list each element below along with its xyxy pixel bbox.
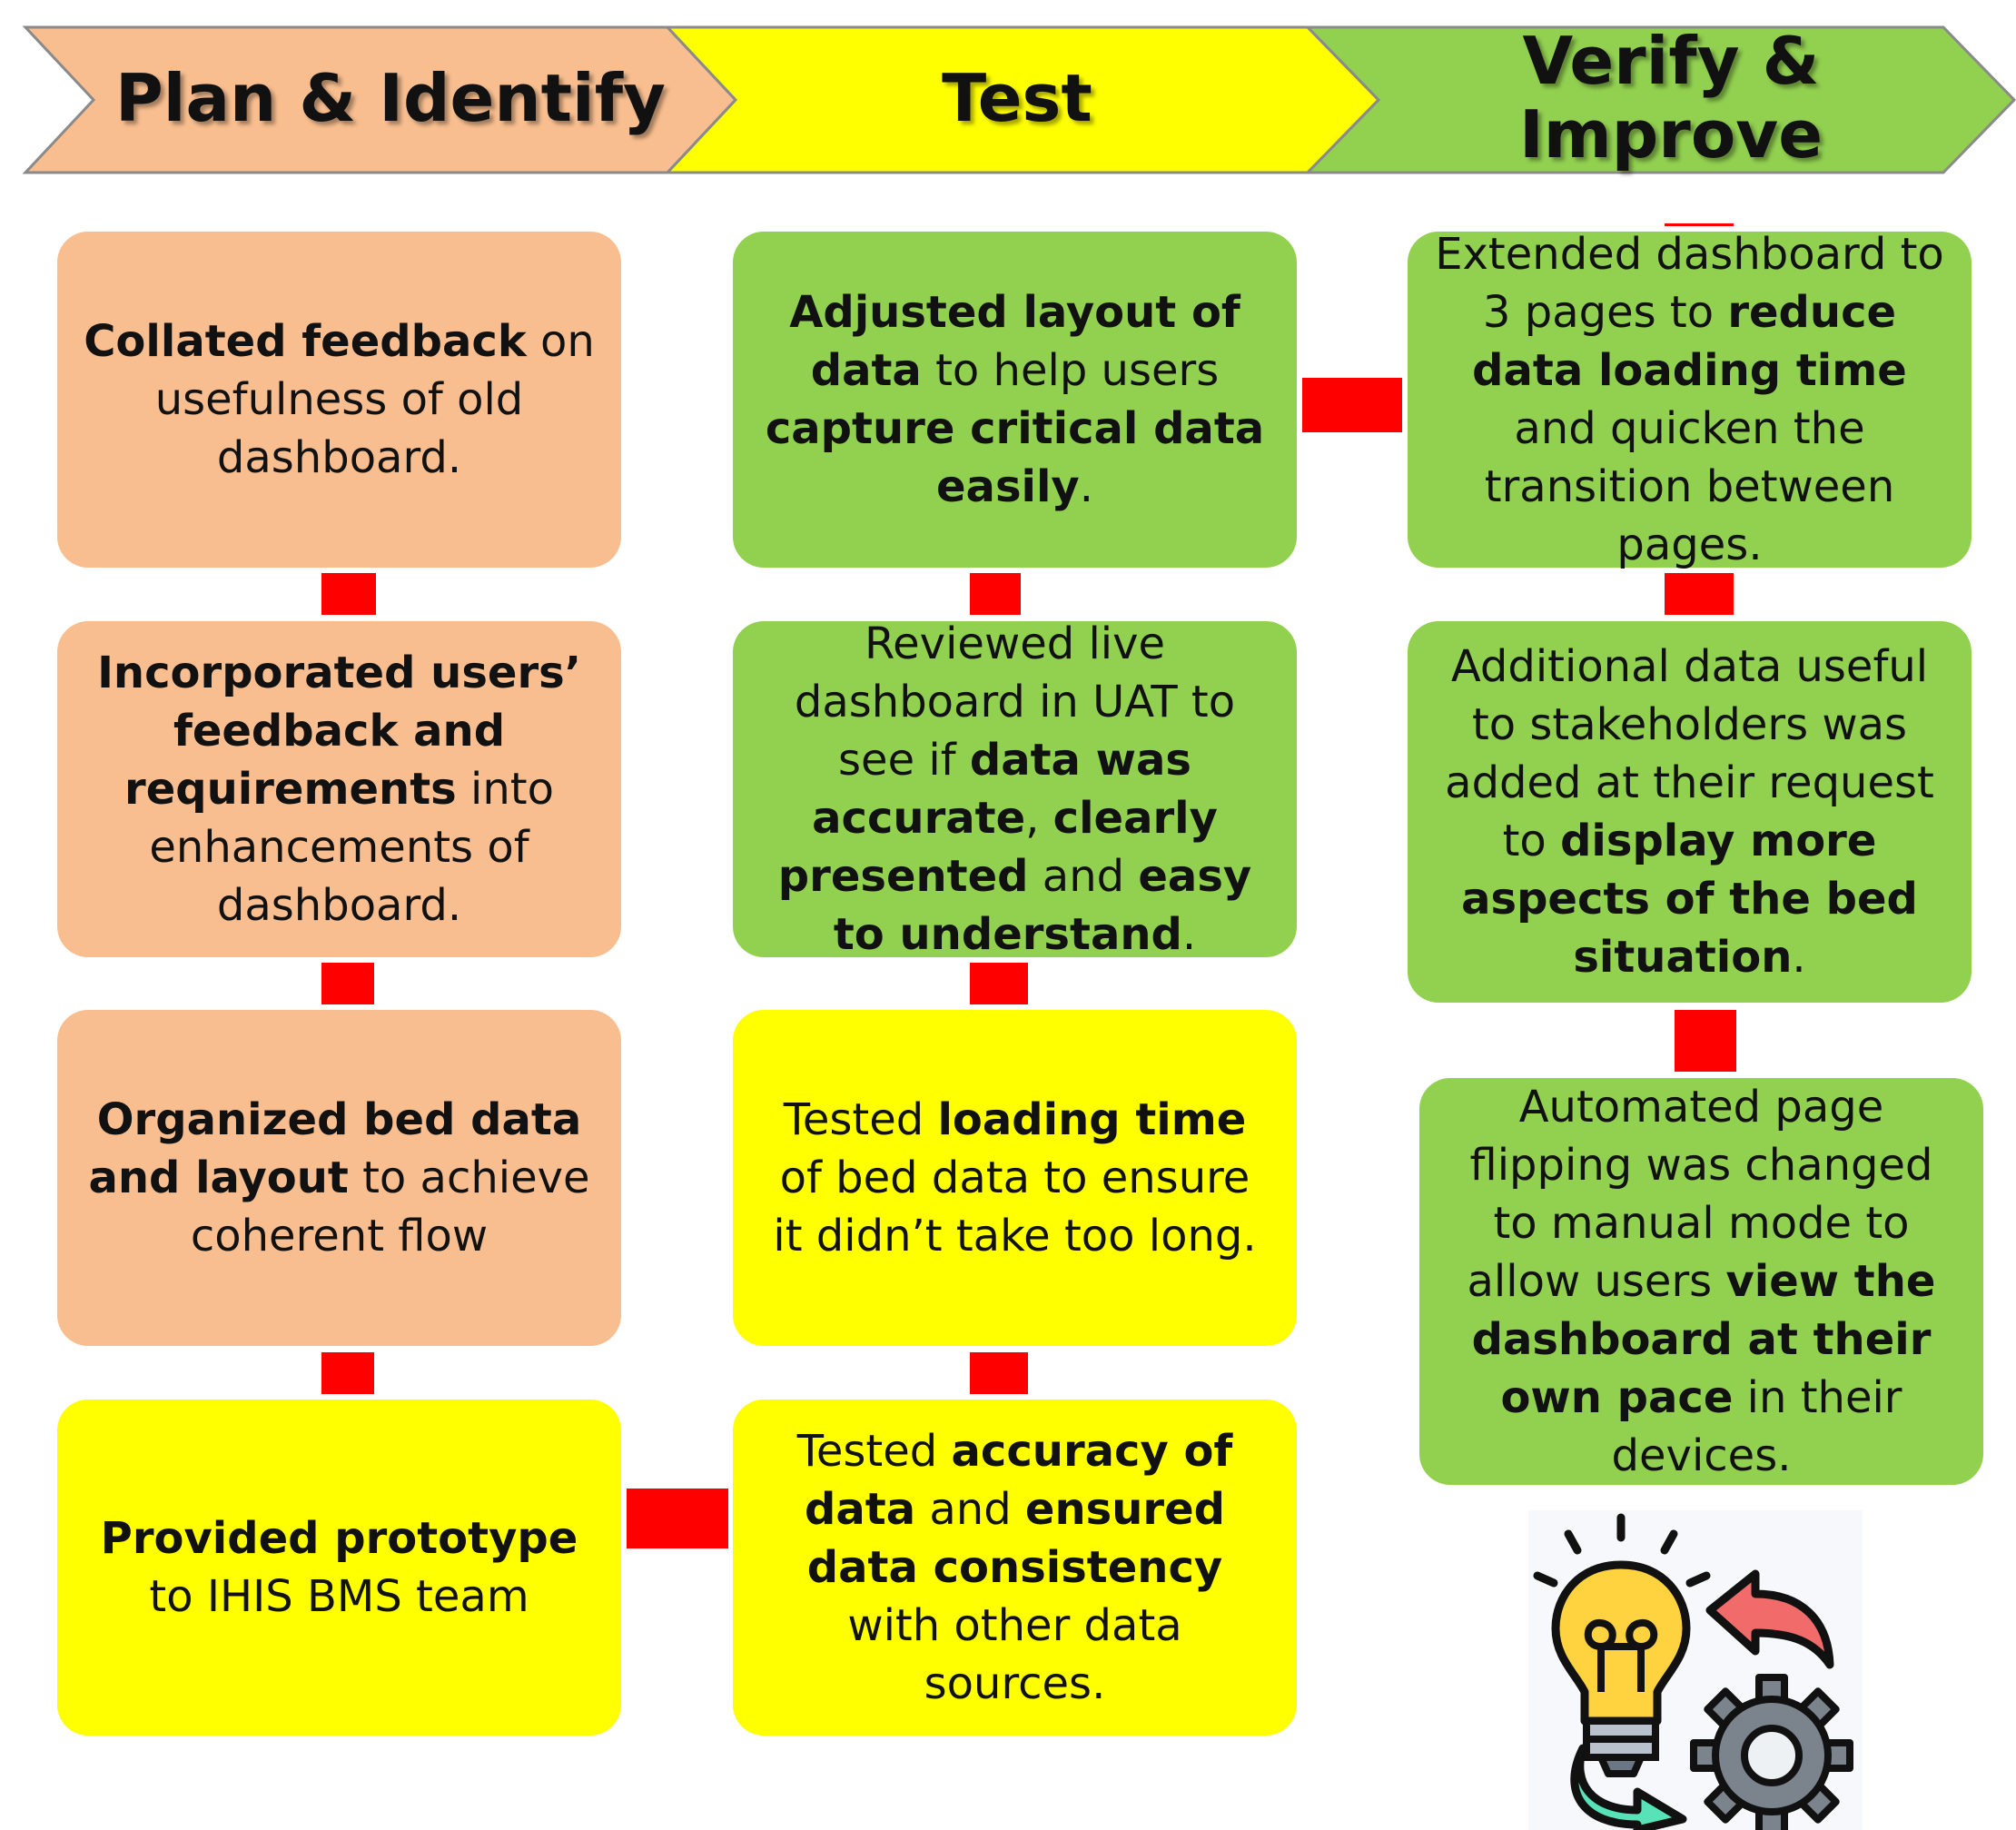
connector-verify-top-mark [1665,223,1734,226]
verify-step-2: Additional data useful to stakeholders w… [1408,621,1972,1003]
step-text-regular: and [915,1484,1025,1535]
step-text: Provided prototype to IHIS BMS team [83,1509,596,1626]
verify-step-1: Extended dashboard to 3 pages to reduce … [1408,229,1972,570]
step-text-bold: Organized bed data and layout [88,1094,582,1203]
step-text-bold: Provided prototype [100,1513,578,1564]
step-text-regular: , [1025,793,1053,844]
step-text-bold: display more aspects of the bed situatio… [1461,816,1918,983]
plan-step-3: Organized bed data and layout to achieve… [57,1010,621,1346]
step-text: Reviewed live dashboard in UAT to see if… [758,615,1271,964]
step-text-bold: capture critical data easily [765,403,1265,512]
step-text-regular: Additional data useful to stakeholders w… [1445,641,1934,866]
step-text-bold: loading time [937,1094,1247,1145]
step-text-regular: into enhancements of dashboard. [149,764,554,931]
step-text-regular: to help users [921,345,1220,396]
step-text-regular: with other data sources. [847,1600,1182,1709]
connector-plan-3-4 [321,1352,374,1394]
connector-test-3-2 [970,963,1028,1004]
step-text: Organized bed data and layout to achieve… [83,1091,596,1265]
step-text-regular: in their devices. [1611,1372,1902,1481]
plan-step-4: Provided prototype to IHIS BMS team [57,1400,621,1736]
connector-test-to-verify [1302,378,1402,432]
step-text-regular: Extended dashboard to 3 pages to [1435,229,1944,338]
step-text-regular: . [1181,909,1197,960]
step-text-bold: clearly presented [777,793,1218,902]
step-text-regular: of bed data to ensure it didn’t take too… [773,1152,1257,1261]
step-text-regular: on usefulness of old dashboard. [154,316,595,483]
step-text-bold: ensured data consistency [806,1484,1225,1593]
phase-label-verify: Verify & Improve [1518,23,1823,173]
step-text-bold: reduce data loading time [1472,287,1907,396]
connector-plan-2-3 [321,963,374,1004]
phase-header [22,25,2016,174]
phase-label-test: Test [942,59,1092,136]
plan-step-1: Collated feedback on usefulness of old d… [57,232,621,568]
step-text-bold: Incorporated users’ feedback and require… [97,648,581,815]
step-text-regular: Tested [783,1094,938,1145]
step-text: Extended dashboard to 3 pages to reduce … [1433,225,1946,574]
step-text: Incorporated users’ feedback and require… [83,644,596,935]
step-text-regular: Reviewed live dashboard in UAT to see if [794,618,1236,786]
step-text-regular: . [1079,461,1093,512]
step-text: Additional data useful to stakeholders w… [1433,638,1946,986]
connector-plan-1-2 [321,573,376,615]
plan-step-2: Incorporated users’ feedback and require… [57,621,621,957]
connector-test-2-1 [970,573,1021,615]
step-text-regular: . [1792,932,1806,983]
connector-plan-to-test [627,1489,728,1548]
phase-arrow-verify [1304,25,2016,174]
step-text: Collated feedback on usefulness of old d… [83,312,596,487]
step-text-regular: and quicken the transition between pages… [1484,403,1895,570]
verify-step-3: Automated page flipping was changed to m… [1419,1078,1983,1485]
connector-verify-2-3 [1675,1010,1736,1072]
connector-test-4-3 [970,1352,1028,1394]
test-step-1: Adjusted layout of data to help users ca… [733,232,1297,568]
lightbulb-gear-cycle-icon [1528,1510,1863,1830]
step-text: Tested accuracy of data and ensured data… [758,1422,1271,1713]
connector-verify-1-2 [1665,573,1734,615]
step-text-regular: Tested [796,1426,952,1477]
step-text: Tested loading time of bed data to ensur… [758,1091,1271,1265]
step-text-bold: Collated feedback [84,316,527,367]
step-text-regular: to IHIS BMS team [149,1571,529,1622]
step-text-regular: and [1028,851,1139,902]
step-text-bold: accuracy of data [805,1426,1233,1535]
step-text: Adjusted layout of data to help users ca… [758,283,1271,516]
step-text: Automated page flipping was changed to m… [1445,1078,1958,1485]
step-text-regular: to achieve coherent flow [190,1152,590,1261]
step-text-bold: data was accurate [812,735,1191,844]
phase-label-plan: Plan & Identify [115,59,666,136]
step-text-regular: Automated page flipping was changed to m… [1467,1082,1933,1307]
step-text-bold: Adjusted layout of data [789,287,1240,396]
test-step-3: Tested loading time of bed data to ensur… [733,1010,1297,1346]
step-text-bold: view the dashboard at their own pace [1471,1256,1936,1423]
step-text-bold: easy to understand [833,851,1252,960]
test-step-2: Reviewed live dashboard in UAT to see if… [733,618,1297,960]
test-step-4: Tested accuracy of data and ensured data… [733,1400,1297,1736]
